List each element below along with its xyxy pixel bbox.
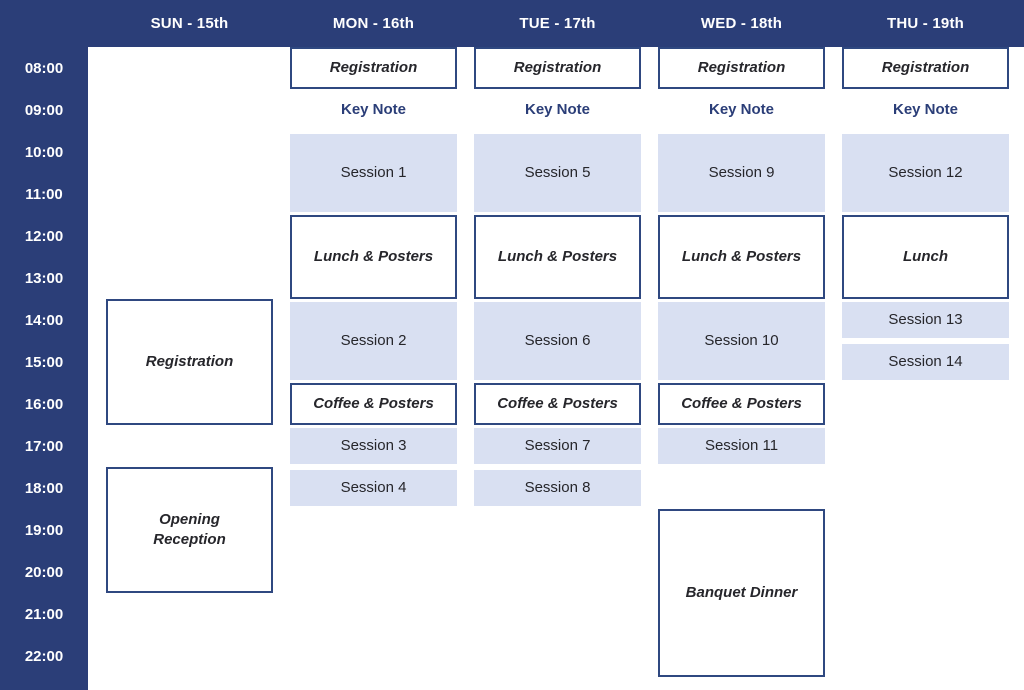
event-session-6: Session 6 xyxy=(474,302,641,380)
event-lunch-posters: Lunch & Posters xyxy=(658,215,825,299)
day-header-sun-15th: SUN - 15th xyxy=(150,15,229,32)
time-label-1200: 12:00 xyxy=(24,227,64,245)
time-label-1400: 14:00 xyxy=(24,311,64,329)
day-header-tue-17th: TUE - 17th xyxy=(519,15,596,32)
event-registration: Registration xyxy=(290,47,457,89)
event-registration: Registration xyxy=(474,47,641,89)
day-header-mon-16th: MON - 16th xyxy=(332,15,415,32)
time-label-2200: 22:00 xyxy=(24,647,64,665)
day-header-wed-18th: WED - 18th xyxy=(700,15,783,32)
event-lunch-posters: Lunch & Posters xyxy=(474,215,641,299)
time-label-2000: 20:00 xyxy=(24,563,64,581)
event-session-1: Session 1 xyxy=(290,134,457,212)
time-label-1100: 11:00 xyxy=(25,185,63,203)
event-session-5: Session 5 xyxy=(474,134,641,212)
time-label-0800: 08:00 xyxy=(24,59,64,77)
event-key-note: Key Note xyxy=(892,100,959,118)
event-coffee-posters: Coffee & Posters xyxy=(474,383,641,425)
event-session-10: Session 10 xyxy=(658,302,825,380)
event-key-note: Key Note xyxy=(708,100,775,118)
event-session-7: Session 7 xyxy=(474,428,641,464)
time-label-1000: 10:00 xyxy=(24,143,64,161)
time-label-1900: 19:00 xyxy=(24,521,64,539)
event-registration: Registration xyxy=(658,47,825,89)
event-lunch-posters: Lunch & Posters xyxy=(290,215,457,299)
event-session-2: Session 2 xyxy=(290,302,457,380)
event-coffee-posters: Coffee & Posters xyxy=(658,383,825,425)
event-key-note: Key Note xyxy=(524,100,591,118)
time-label-2100: 21:00 xyxy=(24,605,64,623)
event-key-note: Key Note xyxy=(340,100,407,118)
event-session-13: Session 13 xyxy=(842,302,1009,338)
time-label-1600: 16:00 xyxy=(24,395,64,413)
time-label-1800: 18:00 xyxy=(24,479,64,497)
event-registration: Registration xyxy=(842,47,1009,89)
event-session-3: Session 3 xyxy=(290,428,457,464)
event-session-8: Session 8 xyxy=(474,470,641,506)
time-axis-column xyxy=(0,0,88,690)
event-session-11: Session 11 xyxy=(658,428,825,464)
day-header-bar xyxy=(0,0,1024,47)
event-coffee-posters: Coffee & Posters xyxy=(290,383,457,425)
time-label-0900: 09:00 xyxy=(24,101,64,119)
event-session-4: Session 4 xyxy=(290,470,457,506)
event-opening-reception: Opening Reception xyxy=(106,467,273,593)
event-banquet-dinner: Banquet Dinner xyxy=(658,509,825,677)
event-lunch: Lunch xyxy=(842,215,1009,299)
event-session-14: Session 14 xyxy=(842,344,1009,380)
time-label-1500: 15:00 xyxy=(24,353,64,371)
time-label-1700: 17:00 xyxy=(24,437,64,455)
day-header-thu-19th: THU - 19th xyxy=(887,15,964,32)
event-session-9: Session 9 xyxy=(658,134,825,212)
event-registration: Registration xyxy=(106,299,273,425)
time-label-1300: 13:00 xyxy=(24,269,64,287)
event-session-12: Session 12 xyxy=(842,134,1009,212)
